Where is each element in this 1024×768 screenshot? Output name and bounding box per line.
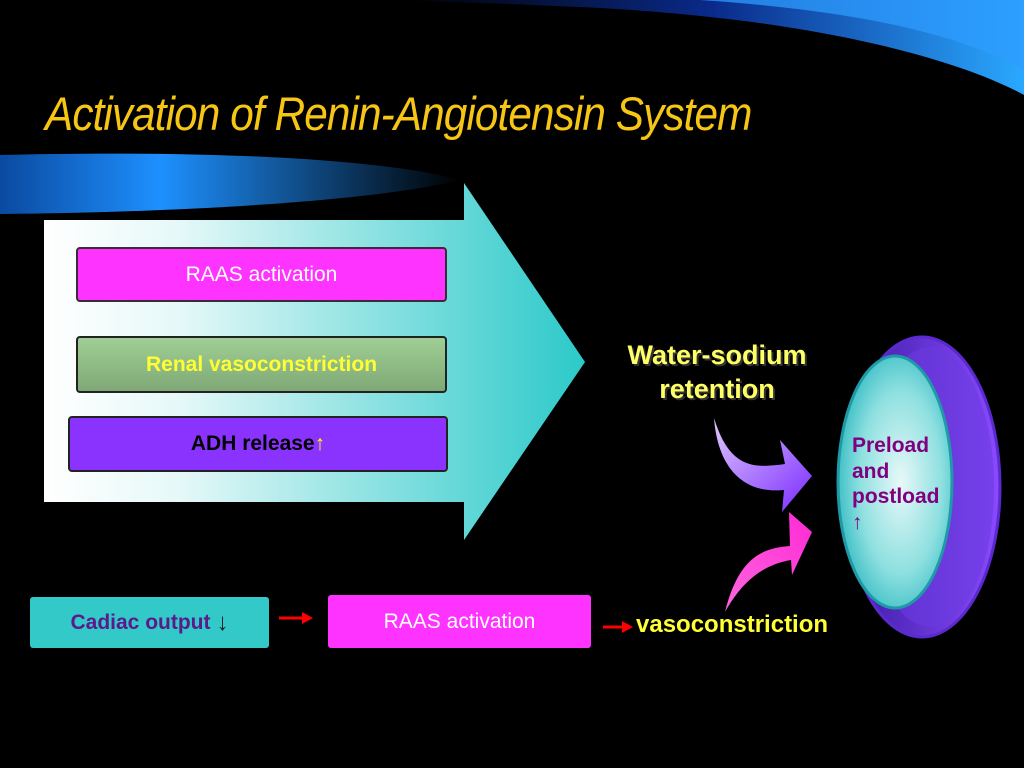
left-swoosh: [0, 153, 460, 214]
curved-arrow-icon-pink: [725, 512, 812, 612]
renal-vasoconstriction-box: Renal vasoconstriction: [76, 336, 447, 393]
renal-vasoconstriction-label: Renal vasoconstriction: [145, 352, 378, 376]
top-swoosh-highlight: [700, 0, 1024, 70]
inner-oval: [836, 354, 954, 610]
preload-line-4: ↑: [852, 510, 863, 534]
raas-activation-label: RAAS activation: [185, 262, 338, 286]
water-line-2: retention: [659, 374, 775, 405]
vasoconstriction-label: vasoconstriction: [636, 611, 829, 638]
preload-postload-label: Preload and postload ↑: [852, 433, 972, 535]
water-line-1: Water-sodium: [627, 340, 807, 370]
raas-activation-bottom-box: RAAS activation: [328, 595, 591, 648]
top-swoosh: [400, 0, 1024, 95]
raas-activation-box: RAAS activation: [76, 247, 447, 302]
water-sodium-retention-label: Water-sodium retention: [592, 338, 842, 406]
cardiac-output-box: Cadiac output↓: [30, 597, 269, 648]
small-red-arrow-icon: [279, 612, 313, 624]
up-arrow-icon: ↑: [314, 432, 326, 455]
raas-activation-bottom-label: RAAS activation: [383, 609, 536, 633]
preload-line-1: Preload: [852, 434, 930, 457]
page-title: Activation of Renin-Angiotensin System: [45, 87, 752, 140]
adh-release-label: ADH release: [190, 432, 315, 455]
adh-release-box: ADH release↑: [68, 416, 448, 472]
preload-line-2: and: [852, 459, 890, 483]
curved-arrow-icon: [714, 418, 812, 512]
cardiac-output-label: Cadiac output: [70, 610, 211, 634]
small-red-arrow-icon-2: [603, 621, 633, 633]
down-arrow-icon: ↓: [216, 608, 229, 636]
preload-line-3: postload: [852, 485, 940, 509]
